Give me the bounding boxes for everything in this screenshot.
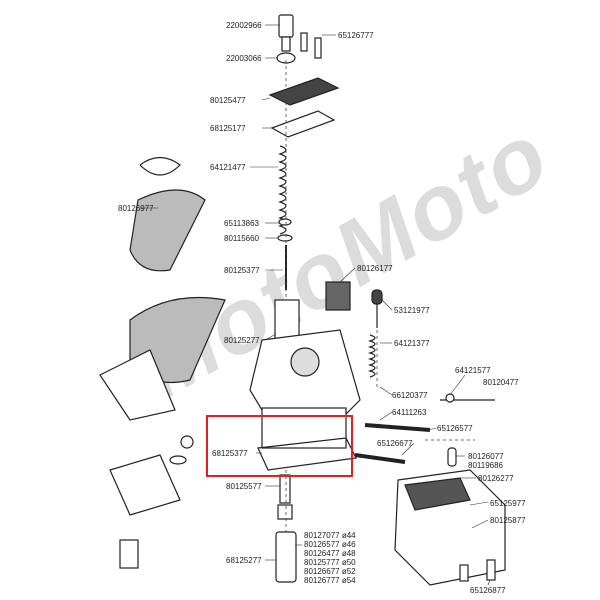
jet-size: ø46 <box>341 540 356 549</box>
float-bowl-top <box>261 407 347 449</box>
hose-clamp <box>139 156 181 176</box>
jet-code: 80126677 <box>304 567 340 576</box>
screw-c <box>364 423 431 432</box>
main-jet-holder <box>279 474 291 504</box>
label-80125877: 80125877 <box>490 516 526 525</box>
float-pin <box>447 447 457 467</box>
label-64121577: 64121577 <box>455 366 491 375</box>
label-80120477: 80120477 <box>483 378 519 387</box>
label-66120377: 66120377 <box>392 391 428 400</box>
jet-code: 80126777 <box>304 576 340 585</box>
top-screw-shank <box>281 36 291 52</box>
bottom-screw-2 <box>459 564 469 582</box>
flange-gasket <box>109 454 181 516</box>
label-65125977: 65125977 <box>490 499 526 508</box>
label-68125277: 68125277 <box>226 556 262 565</box>
label-53121977: 53121977 <box>394 306 430 315</box>
bottom-screw <box>486 559 496 581</box>
label-80115660: 80115660 <box>224 234 259 243</box>
label-80125377: 80125377 <box>224 266 260 275</box>
label-65126877: 65126877 <box>470 586 506 595</box>
label-80125477: 80125477 <box>210 96 246 105</box>
label-22003066: 22003066 <box>226 54 262 63</box>
screw-d <box>354 453 406 464</box>
label-80126277: 80126277 <box>478 474 514 483</box>
stud <box>119 539 139 569</box>
screw-b <box>314 37 322 59</box>
washer <box>180 435 194 449</box>
label-65126577: 65126577 <box>437 424 473 433</box>
highlight-box <box>206 415 353 477</box>
label-68125177: 68125177 <box>210 124 246 133</box>
label-64121377: 64121377 <box>394 339 430 348</box>
label-80126077: 80126077 <box>468 452 504 461</box>
float <box>404 477 471 511</box>
circlip <box>278 218 292 226</box>
idle-spring <box>367 334 376 378</box>
top-gasket <box>270 110 336 138</box>
label-80125577: 80125577 <box>226 482 262 491</box>
jet-row: 80127077 ø44 <box>304 531 356 540</box>
jet-code: 80126577 <box>304 540 340 549</box>
lever-pivot <box>445 393 455 403</box>
jet-size: ø54 <box>341 576 356 585</box>
jet-code: 80127077 <box>304 531 340 540</box>
label-80126177: 80126177 <box>357 264 393 273</box>
jet-row: 80126477 ø48 <box>304 549 356 558</box>
intake-flange <box>99 349 176 421</box>
cover-plate <box>268 77 340 106</box>
slide-spring <box>278 145 287 235</box>
label-65113863: 65113863 <box>224 219 259 228</box>
label-68125377: 68125377 <box>212 449 248 458</box>
top-screw <box>278 14 294 38</box>
label-65126677: 65126677 <box>377 439 413 448</box>
jet-row: 80126777 ø54 <box>304 576 356 585</box>
choke-piston <box>325 281 351 311</box>
jet-size: ø48 <box>341 549 356 558</box>
jet-code: 80126477 <box>304 549 340 558</box>
label-64111263: 64111263 <box>392 408 427 417</box>
jet-row: 80125777 ø50 <box>304 558 356 567</box>
idle-screw <box>371 289 383 305</box>
needle-clip <box>277 234 293 242</box>
screw-a <box>300 32 308 52</box>
label-80125277: 80125277 <box>224 336 260 345</box>
float-cylinder <box>275 531 297 583</box>
jet-size: ø50 <box>341 558 356 567</box>
jet-row: 80126677 ø52 <box>304 567 356 576</box>
spacer <box>169 455 187 465</box>
jet-size-list: 80127077 ø44 80126577 ø46 80126477 ø48 8… <box>304 531 356 585</box>
main-jet <box>277 504 293 520</box>
label-64121477: 64121477 <box>210 163 246 172</box>
throttle-slide <box>274 299 300 343</box>
label-65126777-top: 65126777 <box>338 31 374 40</box>
jet-code: 80125777 <box>304 558 340 567</box>
bowl-gasket <box>257 437 357 471</box>
label-80119686: 80119686 <box>468 461 503 470</box>
carb-bore <box>290 347 320 377</box>
jet-size: ø44 <box>341 531 356 540</box>
label-22002966: 22002966 <box>226 21 262 30</box>
intake-sock <box>129 189 206 272</box>
jet-row: 80126577 ø46 <box>304 540 356 549</box>
jet-size: ø52 <box>341 567 356 576</box>
label-80126977: 80126977 <box>118 204 154 213</box>
